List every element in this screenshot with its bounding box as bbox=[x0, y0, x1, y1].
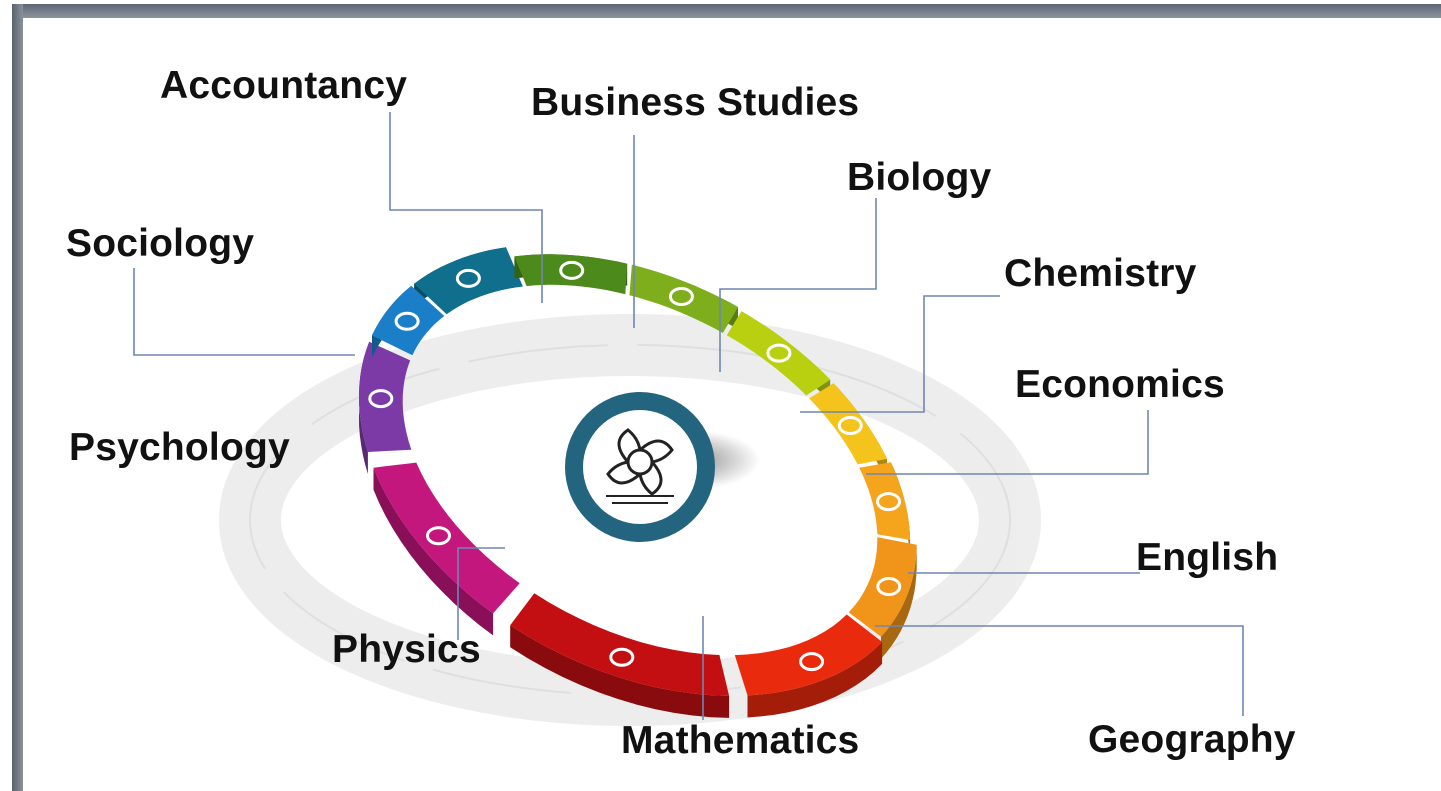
segment-chemistry bbox=[809, 383, 887, 465]
label-sociology: Sociology bbox=[66, 222, 255, 265]
segment-marker-icon bbox=[837, 416, 863, 435]
logo-face bbox=[583, 410, 697, 524]
segment-sociology bbox=[372, 285, 445, 356]
segment-marker-icon bbox=[876, 577, 902, 596]
segment-marker-icon bbox=[668, 287, 694, 306]
label-accountancy: Accountancy bbox=[160, 64, 408, 107]
connector-line bbox=[457, 547, 505, 640]
segment-marker-icon bbox=[455, 268, 481, 288]
label-psychology: Psychology bbox=[69, 426, 290, 469]
label-geography: Geography bbox=[1088, 718, 1296, 761]
label-biology: Biology bbox=[847, 156, 992, 199]
connector-line bbox=[866, 410, 1149, 475]
label-chemistry: Chemistry bbox=[1004, 252, 1197, 295]
window-frame-left bbox=[12, 4, 23, 791]
label-economics: Economics bbox=[1015, 363, 1225, 406]
segment-english bbox=[848, 537, 917, 637]
segment-side-english bbox=[881, 544, 917, 659]
segment-marker-icon bbox=[609, 647, 635, 667]
segment-marker-icon bbox=[799, 652, 825, 672]
emblem-icon bbox=[606, 428, 674, 504]
segment-marker-icon bbox=[559, 260, 585, 280]
connector-line bbox=[875, 625, 1244, 716]
connector-line bbox=[133, 268, 355, 356]
segment-marker-icon bbox=[394, 311, 420, 331]
label-english: English bbox=[1136, 536, 1279, 579]
center-logo bbox=[565, 392, 760, 542]
segment-biology bbox=[726, 311, 831, 396]
connector-line bbox=[800, 295, 1000, 413]
segment-psychology bbox=[359, 341, 412, 452]
label-physics: Physics bbox=[332, 628, 481, 671]
segment-accountancy bbox=[514, 254, 628, 295]
segment-physics bbox=[373, 462, 520, 614]
segment-economics bbox=[859, 462, 911, 540]
segment-side-physics bbox=[373, 467, 494, 636]
segment-marker-icon bbox=[368, 389, 394, 409]
segment-mathematics bbox=[510, 593, 730, 696]
segment-marker-icon bbox=[426, 526, 451, 546]
connector-line bbox=[389, 112, 543, 303]
segment-side-mathematics bbox=[510, 625, 730, 718]
connector-line bbox=[719, 198, 877, 372]
segment-business-studies bbox=[629, 264, 738, 333]
label-connectors bbox=[133, 112, 1244, 720]
label-mathematics: Mathematics bbox=[621, 719, 860, 762]
segment-marker-icon bbox=[766, 343, 792, 363]
segment-sociology bbox=[414, 247, 523, 315]
label-business-studies: Business Studies bbox=[531, 81, 860, 124]
segment-side-geography bbox=[747, 641, 883, 718]
segment-marker-icon bbox=[876, 492, 901, 512]
window-frame-top bbox=[12, 4, 1441, 18]
